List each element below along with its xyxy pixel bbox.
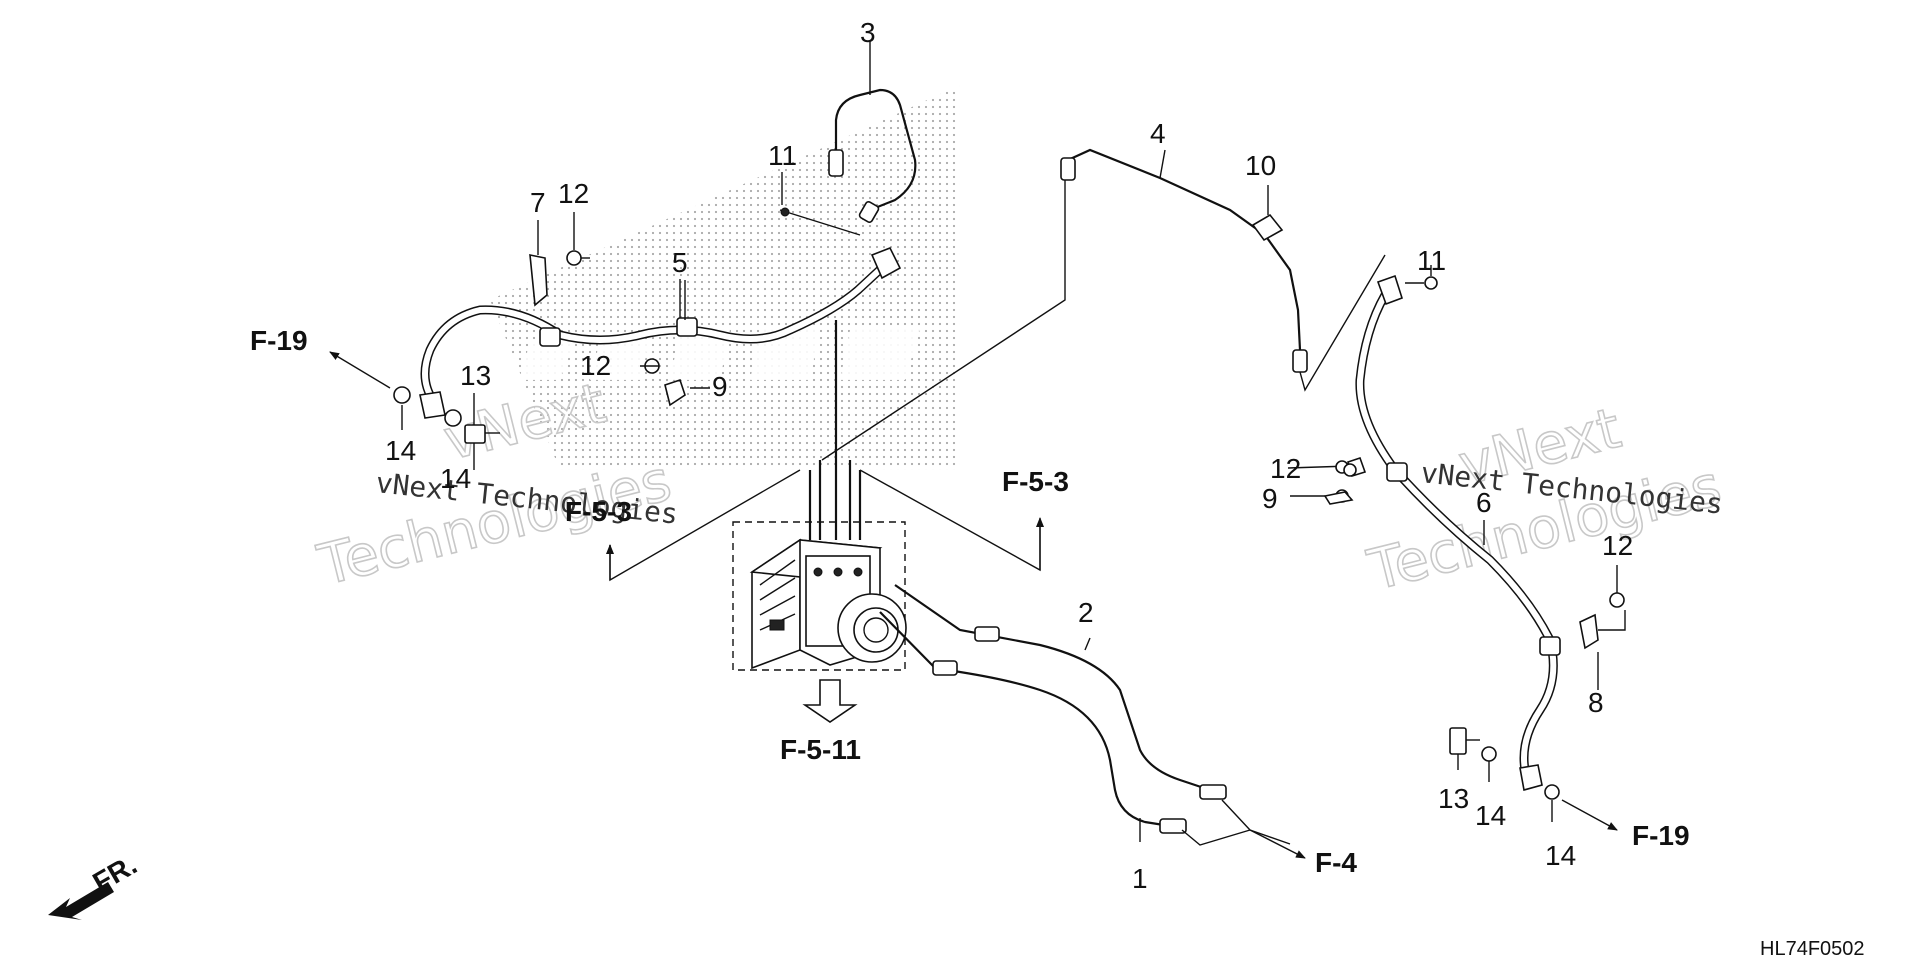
- f511-hollow-arrow: [802, 679, 858, 723]
- reference-arrows: [329, 351, 1618, 859]
- part-number-13-left: 13: [460, 360, 491, 391]
- stippled-logo-background: [490, 85, 960, 470]
- part-number-2: 2: [1078, 597, 1094, 628]
- part-number-5: 5: [672, 247, 688, 278]
- part-number-12-d: 12: [1602, 530, 1633, 561]
- part-number-12-a: 12: [558, 178, 589, 209]
- part-number-11-left: 11: [768, 140, 797, 171]
- part-callouts: 3 11 7 12 5 12 9 13 14 14 4 10 11 12 9 6…: [385, 17, 1633, 894]
- ref-f511: F-5-11: [780, 734, 861, 765]
- brake-pipe-3: [828, 40, 917, 223]
- diagram-code: HL74F0502: [1760, 938, 1865, 960]
- ref-f53-left: F-5-3: [565, 496, 632, 527]
- part-number-3: 3: [860, 17, 876, 48]
- part-number-6: 6: [1476, 487, 1492, 518]
- part-number-8: 8: [1588, 687, 1604, 718]
- brake-hose-6: [1355, 274, 1626, 792]
- part-number-1: 1: [1132, 863, 1148, 894]
- abs-modulator: [749, 538, 907, 670]
- brake-pipe-4: [1060, 148, 1386, 392]
- part-number-14-c: 14: [1475, 800, 1506, 831]
- part-number-13-right: 13: [1438, 783, 1469, 814]
- part-number-9-right: 9: [1262, 483, 1278, 514]
- part-number-9-left: 9: [712, 371, 728, 402]
- part-number-12-c: 12: [1270, 453, 1301, 484]
- part-number-14-d: 14: [1545, 840, 1576, 871]
- part-number-7: 7: [530, 187, 546, 218]
- section-references: F-19 F-5-3 F-5-3 F-5-11 F-4 F-19: [250, 325, 1690, 878]
- part-number-10: 10: [1245, 150, 1276, 181]
- left-fittings: [393, 207, 861, 470]
- part-number-4: 4: [1150, 118, 1166, 149]
- front-direction-arrow: FR.: [48, 849, 142, 920]
- right-fittings: [1287, 265, 1625, 822]
- ref-f19-left: F-19: [250, 325, 308, 356]
- brake-hose-5: [419, 246, 902, 419]
- ref-f4: F-4: [1315, 847, 1357, 878]
- part-number-14-b: 14: [440, 463, 471, 494]
- ref-f53-right: F-5-3: [1002, 466, 1069, 497]
- ref-f19-right: F-19: [1632, 820, 1690, 851]
- part-number-12-b: 12: [580, 350, 611, 381]
- brake-pipes-1-2: [879, 584, 1291, 846]
- part-number-11-right: 11: [1417, 245, 1446, 276]
- part-number-14-a: 14: [385, 435, 416, 466]
